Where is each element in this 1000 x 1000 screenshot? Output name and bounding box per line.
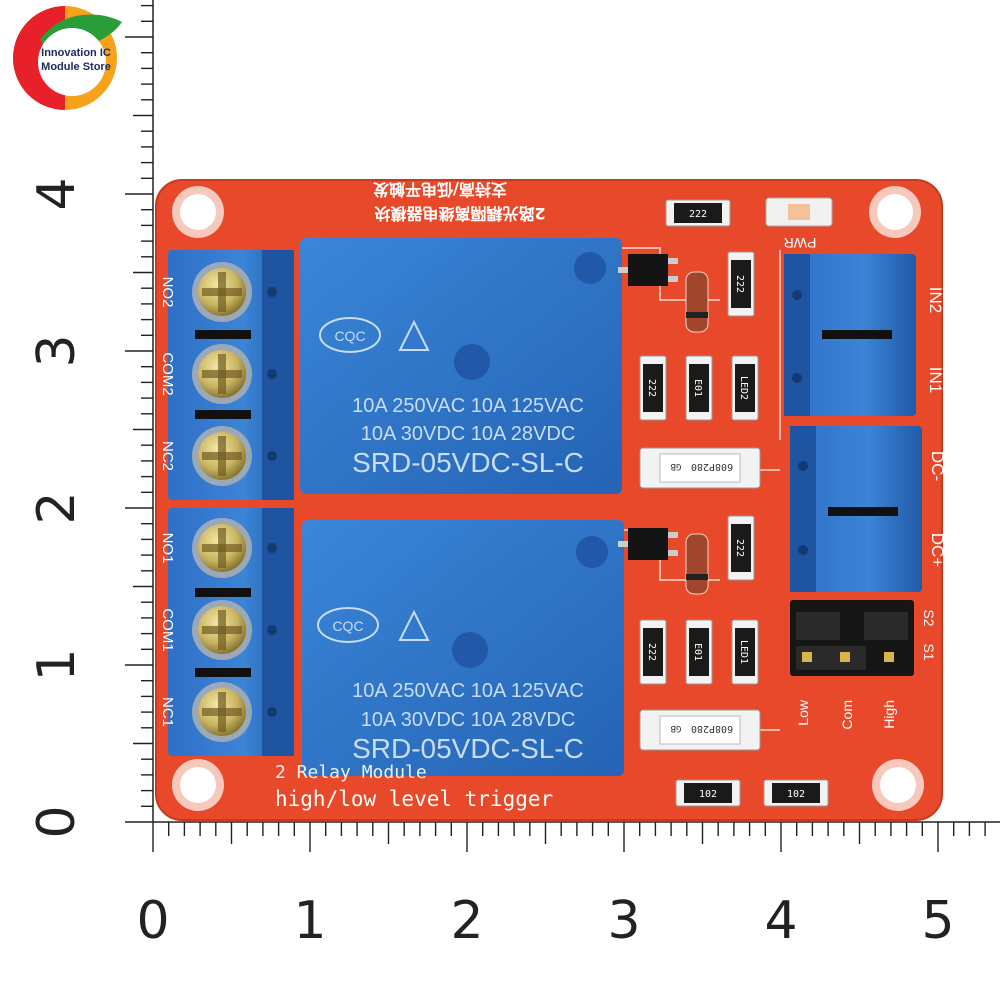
component-code: LED2 (738, 376, 749, 400)
relay-brand: CQC (334, 328, 365, 344)
ruler-label-y: 1 (27, 648, 87, 681)
resistor: 222 (727, 251, 755, 317)
optocoupler: 608P280 GB (639, 709, 761, 751)
pwr-label: PWR (784, 235, 817, 251)
input-terminal-block (784, 254, 916, 416)
component-code: 222 (734, 275, 745, 293)
led: LED1 (731, 619, 759, 685)
board-title-cn-line2: 支持高/低电平触发 (372, 180, 508, 199)
component-code: LED1 (738, 640, 749, 664)
terminal-label-left: NO1 (159, 533, 176, 564)
terminal-screw (192, 682, 252, 742)
power-led (765, 197, 833, 227)
ruler-label-x: 5 (921, 891, 954, 951)
terminal-label-left: NC2 (159, 441, 176, 471)
board-title-cn-line1: 2路光耦隔离继电器模块 (373, 204, 545, 223)
terminal-label-right: IN1 (926, 367, 945, 393)
ruler-label-x: 1 (293, 891, 326, 951)
flyback-diode (685, 533, 709, 595)
component-code: 222 (646, 379, 657, 397)
ruler-label-x: 2 (450, 891, 483, 951)
ruler-label-y: 2 (27, 491, 87, 524)
relay-rating-line2: 10A 30VDC 10A 28VDC (361, 423, 576, 445)
component-code: 222 (646, 643, 657, 661)
diode: E01 (685, 619, 713, 685)
store-logo: Innovation IC Module Store (13, 6, 122, 110)
terminal-label-right: IN2 (926, 287, 945, 313)
relay-rating-line1: 10A 250VAC 10A 125VAC (352, 680, 584, 702)
mounting-hole (869, 186, 921, 238)
component-code: 102 (787, 789, 805, 800)
ruler-label-x: 4 (764, 891, 797, 951)
jumper-label: High (881, 700, 897, 729)
terminal-label-left: NC1 (159, 697, 176, 727)
terminal-label-right: DC+ (928, 533, 947, 568)
relay-rating-line1: 10A 250VAC 10A 125VAC (352, 395, 584, 417)
relay-brand: CQC (332, 618, 363, 634)
component-code: 222 (734, 539, 745, 557)
ruler-label-y: 3 (27, 334, 87, 367)
component-code: GB (671, 461, 682, 471)
resistor: 102 (675, 779, 741, 807)
logo-line1: Innovation IC (41, 47, 111, 59)
optocoupler: 608P280 GB (639, 447, 761, 489)
logo-line2: Module Store (41, 61, 111, 73)
terminal-screw (192, 600, 252, 660)
jumper-side-label: S2 (921, 609, 937, 626)
transistor (618, 528, 678, 560)
terminal-label-left: COM2 (159, 352, 176, 395)
relay-board: 2路光耦隔离继电器模块 支持高/低电平触发 CQC 10A 250VAC 10A… (155, 179, 947, 821)
relay-bottom: CQC 10A 250VAC 10A 125VAC 10A 30VDC 10A … (302, 520, 624, 776)
relay-rating-line2: 10A 30VDC 10A 28VDC (361, 709, 576, 731)
relay-top: CQC 10A 250VAC 10A 125VAC 10A 30VDC 10A … (300, 238, 622, 494)
transistor (618, 254, 678, 286)
component-code: 222 (689, 209, 707, 220)
component-code: 608P280 (691, 723, 733, 734)
component-code: E01 (692, 379, 703, 397)
jumper-label: Low (795, 699, 811, 726)
trigger-jumper-header (790, 600, 914, 676)
component-code: E01 (692, 643, 703, 661)
terminal-label-left: NO2 (159, 277, 176, 308)
ruler-label-x: 0 (136, 891, 169, 951)
terminal-screw (192, 518, 252, 578)
power-terminal-block (790, 426, 922, 592)
flyback-diode (685, 271, 709, 333)
terminal-screw (192, 426, 252, 486)
component-code: GB (671, 723, 682, 733)
relay-model: SRD-05VDC-SL-C (352, 447, 584, 478)
terminal-label-right: DC- (928, 451, 947, 481)
mounting-hole (172, 186, 224, 238)
terminal-screw (192, 262, 252, 322)
diode: E01 (685, 355, 713, 421)
relay-model: SRD-05VDC-SL-C (352, 733, 584, 764)
resistor: 222 (665, 199, 731, 227)
mounting-hole (872, 759, 924, 811)
mounting-hole (172, 759, 224, 811)
component-code: 608P280 (691, 461, 733, 472)
resistor: 222 (727, 515, 755, 581)
terminal-screw (192, 344, 252, 404)
resistor: 102 (763, 779, 829, 807)
led: LED2 (731, 355, 759, 421)
terminal-label-left: COM1 (159, 608, 176, 651)
ruler-label-y: 4 (27, 177, 87, 210)
jumper-label: Com (839, 700, 855, 730)
board-trigger-text: high/low level trigger (275, 787, 553, 811)
component-code: 102 (699, 789, 717, 800)
board-subtitle: 2 Relay Module (275, 762, 427, 783)
ruler-label-x: 3 (607, 891, 640, 951)
resistor: 222 (639, 619, 667, 685)
resistor: 222 (639, 355, 667, 421)
horizontal-ruler: 0 1 2 3 4 5 (136, 821, 1000, 951)
ruler-label-y: 0 (27, 805, 87, 838)
jumper-side-label: S1 (921, 643, 937, 660)
